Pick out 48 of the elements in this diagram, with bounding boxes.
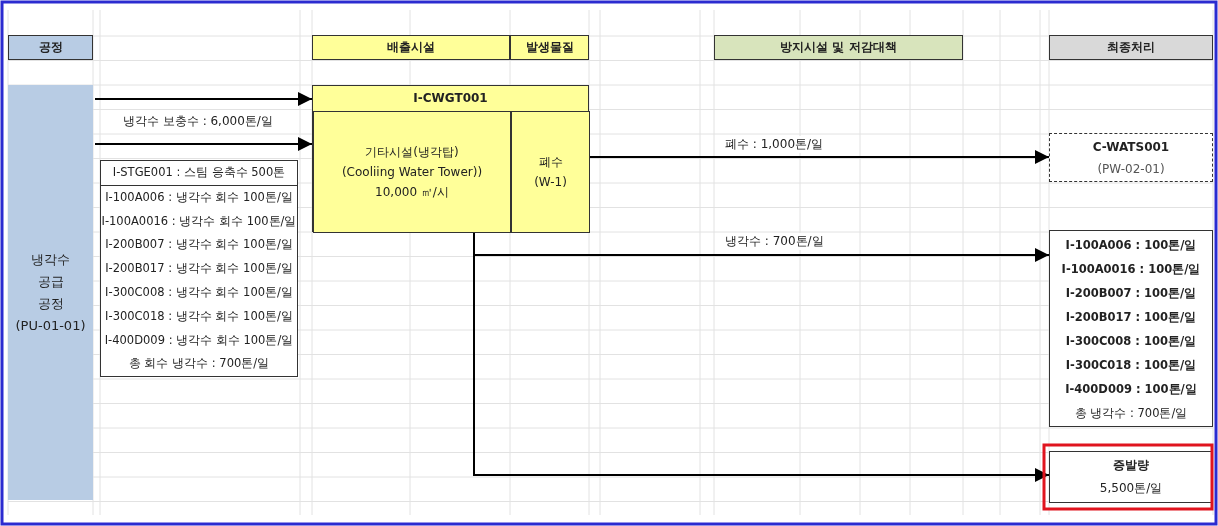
text-line: I-200B017 : 100톤/일	[1065, 308, 1197, 326]
process-band	[8, 85, 93, 500]
text-line: I-200B007 : 냉각수 회수 100톤/일	[104, 236, 294, 254]
text-line: 10,000 ㎥/시	[375, 184, 449, 201]
treatment-box	[1049, 133, 1213, 182]
header-cell	[312, 35, 510, 60]
text-line: I-400D009 : 100톤/일	[1065, 380, 1197, 398]
text-line: I-CWGT001	[413, 90, 488, 107]
text-line: I-300C008 : 냉각수 회수 100톤/일	[104, 284, 294, 301]
arrow	[94, 92, 313, 106]
text-line: (PW-02-01)	[1097, 160, 1165, 178]
text-line: I-200B007 : 100톤/일	[1065, 284, 1197, 302]
arrow	[588, 150, 1050, 164]
text-line: I-100A006 : 냉각수 회수 100톤/일	[104, 188, 294, 206]
list-box	[100, 160, 298, 377]
text-line: 폐수 (W-1)	[533, 154, 568, 191]
arrow	[94, 137, 313, 151]
header-label: 배출시설	[387, 40, 435, 55]
text-line: I-400D009 : 냉각수 회수 100톤/일	[103, 331, 295, 349]
header-label: 공정	[38, 40, 63, 55]
text-line: I-300C018 : 냉각수 회수 100톤/일	[104, 307, 294, 325]
text-line: C-WATS001	[1092, 138, 1170, 156]
text-line: I-300C018 : 100톤/일	[1065, 356, 1197, 374]
text-line: I-200B017 : 냉각수 회수 100톤/일	[104, 260, 294, 278]
text-line: I-100A006 : 100톤/일	[1065, 236, 1197, 254]
text-line: 총 회수 냉각수 : 700톤/일	[127, 355, 271, 373]
header-label: 발생물질	[525, 40, 574, 55]
header-cell	[510, 35, 589, 60]
text-line: 증발량	[1113, 457, 1149, 474]
text-line: 5,500톤/일	[1099, 480, 1163, 497]
text-line: 총 냉각수 : 700톤/일	[1074, 404, 1188, 422]
list-box	[1049, 230, 1213, 427]
header-cell	[8, 35, 93, 60]
facility-box	[312, 85, 589, 232]
facility-cell	[511, 111, 590, 233]
header-cell	[714, 35, 963, 60]
text-line: I-100A0016 : 냉각수 회수 100톤/일	[101, 212, 297, 230]
header-label: 최종처리	[1107, 40, 1155, 55]
text-line: I-300C008 : 100톤/일	[1065, 332, 1197, 350]
text-line: 냉각수 공급 공정 (PU-01-01)	[14, 250, 87, 335]
text-line: (Cooliing Water Tower))	[341, 164, 483, 181]
text-line: I-100A0016 : 100톤/일	[1061, 260, 1201, 278]
header-cell	[1049, 35, 1213, 60]
facility-cell	[313, 111, 511, 233]
text-line: I-STGE001 : 스팀 응축수 500톤	[101, 161, 297, 186]
text-line: 기타시설(냉각탑)	[365, 144, 459, 161]
header-label: 방지시설 및 저감대책	[780, 40, 897, 55]
result-box	[1049, 451, 1213, 503]
